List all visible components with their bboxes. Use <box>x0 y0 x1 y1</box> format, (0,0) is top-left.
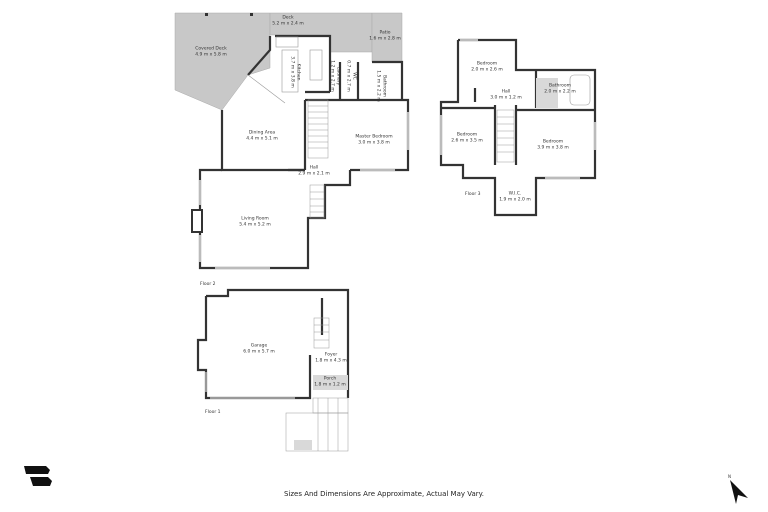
covered-deck-area <box>174 12 271 111</box>
floor-label-3: Floor 3 <box>465 192 481 197</box>
floor-label-2: Floor 2 <box>200 282 216 287</box>
disclaimer-text: Sizes And Dimensions Are Approximate, Ac… <box>283 490 485 498</box>
brand-logo-icon <box>24 466 52 486</box>
floor-label-1: Floor 1 <box>205 410 221 415</box>
north-label: N <box>728 474 731 479</box>
room-label-wic: W.I.C.1.9 m x 2.0 m <box>499 191 531 203</box>
north-arrow-icon <box>730 480 748 504</box>
